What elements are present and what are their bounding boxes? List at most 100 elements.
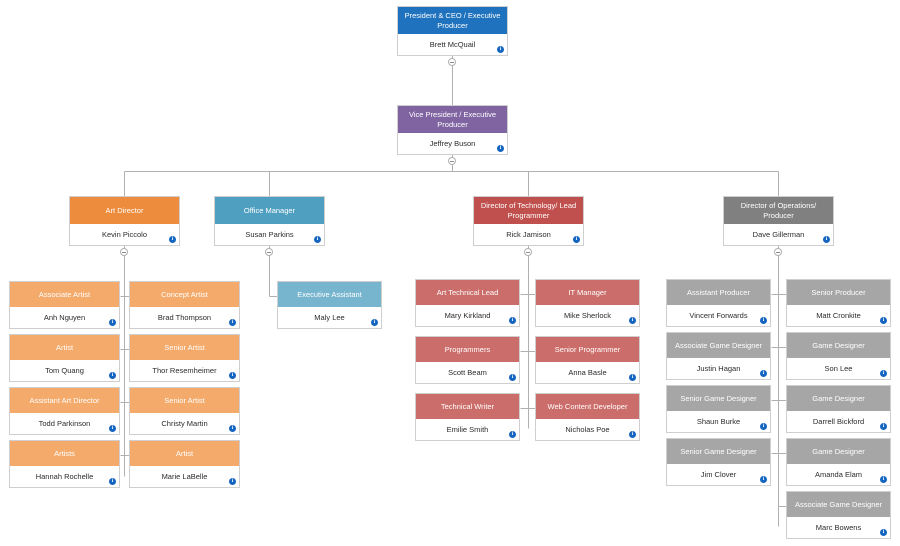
info-icon[interactable]: i [497, 145, 504, 152]
node-person-row: Scott Beam i [416, 362, 519, 383]
node-person-row: Tom Quang i [10, 360, 119, 381]
node-title: Assistant Producer [667, 280, 770, 305]
collapse-toggle-ceo[interactable] [448, 58, 456, 66]
collapse-toggle-office-manager[interactable] [265, 248, 273, 256]
info-icon[interactable]: i [229, 372, 236, 379]
collapse-toggle-art-director[interactable] [120, 248, 128, 256]
node-person-row: Thor Resemheimer i [130, 360, 239, 381]
info-icon[interactable]: i [509, 431, 516, 438]
info-icon[interactable]: i [169, 236, 176, 243]
info-icon[interactable]: i [880, 423, 887, 430]
info-icon[interactable]: i [509, 374, 516, 381]
node-person-name: Scott Beam [448, 367, 487, 377]
info-icon[interactable]: i [880, 529, 887, 536]
info-icon[interactable]: i [229, 425, 236, 432]
node-title: President & CEO / Executive Producer [398, 7, 507, 34]
node-person-name: Jeffrey Buson [429, 138, 476, 148]
info-icon[interactable]: i [823, 236, 830, 243]
node-title: Senior Producer [787, 280, 890, 305]
info-icon[interactable]: i [371, 319, 378, 326]
info-icon[interactable]: i [760, 370, 767, 377]
node-person-name: Thor Resemheimer [152, 365, 217, 375]
info-icon[interactable]: i [880, 317, 887, 324]
info-icon[interactable]: i [109, 425, 116, 432]
node-title: Senior Game Designer [667, 386, 770, 411]
node-title: Art Director [70, 197, 179, 224]
node-title: Assistant Art Director [10, 388, 119, 413]
info-icon[interactable]: i [629, 431, 636, 438]
info-icon[interactable]: i [229, 319, 236, 326]
collapse-toggle-vp[interactable] [448, 157, 456, 165]
node-person-name: Marc Bowens [815, 522, 862, 532]
info-icon[interactable]: i [497, 46, 504, 53]
node-person-name: Vincent Forwards [689, 310, 748, 320]
info-icon[interactable]: i [509, 317, 516, 324]
node-title: Concept Artist [130, 282, 239, 307]
info-icon[interactable]: i [109, 478, 116, 485]
minus-icon [450, 61, 454, 63]
info-icon[interactable]: i [629, 317, 636, 324]
info-icon[interactable]: i [760, 317, 767, 324]
node-title: Artist [130, 441, 239, 466]
node-title: Game Designer [787, 333, 890, 358]
node-person-name: Tom Quang [45, 365, 84, 375]
node-person-name: Brett McQuail [429, 39, 476, 49]
info-icon[interactable]: i [229, 478, 236, 485]
info-icon[interactable]: i [880, 476, 887, 483]
collapse-toggle-director-operations[interactable] [774, 248, 782, 256]
node-person-row: Jeffrey Buson i [398, 133, 507, 154]
info-icon[interactable]: i [109, 319, 116, 326]
node-person-name: Maly Lee [314, 312, 345, 322]
info-icon[interactable]: i [573, 236, 580, 243]
node-title: Artist [10, 335, 119, 360]
node-person-name: Marie LaBelle [161, 471, 208, 481]
info-icon[interactable]: i [880, 370, 887, 377]
collapse-toggle-director-technology[interactable] [524, 248, 532, 256]
info-icon[interactable]: i [760, 423, 767, 430]
node-person-row: Brett McQuail i [398, 34, 507, 55]
info-icon[interactable]: i [760, 476, 767, 483]
node-person-name: Anna Basle [568, 367, 607, 377]
info-icon[interactable]: i [109, 372, 116, 379]
info-icon[interactable]: i [314, 236, 321, 243]
info-icon[interactable]: i [629, 374, 636, 381]
node-title: Director of Technology/ Lead Programmer [474, 197, 583, 224]
minus-icon [450, 160, 454, 162]
